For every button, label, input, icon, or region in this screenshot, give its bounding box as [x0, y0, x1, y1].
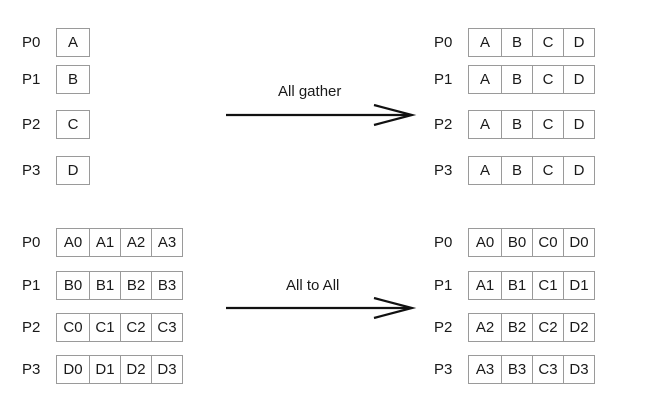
buffer-cell: A	[479, 116, 490, 133]
buffer-cell: C0	[532, 229, 563, 256]
buffer-cell: C1	[532, 272, 563, 299]
buffer-cell: C2	[120, 314, 151, 341]
top-left-buffer-p0: A	[56, 28, 90, 57]
top-left-process-label-p1: P1	[22, 71, 41, 88]
buffer-cell: C2	[532, 314, 563, 341]
buffer-cell: B0	[501, 229, 532, 256]
buffer-cell: D0	[563, 229, 594, 256]
bottom-right-process-label-p0: P0	[434, 234, 453, 251]
buffer-cell: C3	[151, 314, 182, 341]
buffer-cell: C	[532, 111, 563, 138]
top-right-process-label-p1: P1	[434, 71, 453, 88]
buffer-cell: B	[501, 66, 532, 93]
buffer-cell: A2	[475, 319, 495, 336]
buffer-cell: A	[479, 71, 490, 88]
bottom-left-process-label-p0: P0	[22, 234, 41, 251]
buffer-cell: B1	[89, 272, 120, 299]
top-left-process-label-p0: P0	[22, 34, 41, 51]
buffer-cell: D2	[563, 314, 594, 341]
buffer-cell: B	[501, 111, 532, 138]
buffer-cell: D2	[120, 356, 151, 383]
buffer-cell: C	[532, 157, 563, 184]
op-label-all-gather: All gather	[278, 83, 342, 100]
buffer-cell: A3	[475, 361, 495, 378]
top-left-buffer-p2: C	[56, 110, 90, 139]
top-right-process-label-p2: P2	[434, 116, 453, 133]
top-left-process-label-p2: P2	[22, 116, 41, 133]
buffer-cell: D1	[89, 356, 120, 383]
buffer-cell: B2	[120, 272, 151, 299]
buffer-cell: D	[67, 162, 79, 179]
buffer-cell: A1	[89, 229, 120, 256]
buffer-cell: D	[563, 66, 594, 93]
buffer-cell: B	[67, 71, 78, 88]
buffer-cell: A0	[475, 234, 495, 251]
buffer-cell: A0	[63, 234, 83, 251]
buffer-cell: B1	[501, 272, 532, 299]
buffer-cell: A2	[120, 229, 151, 256]
bottom-left-process-label-p1: P1	[22, 277, 41, 294]
buffer-cell: D	[563, 111, 594, 138]
top-left-buffer-p3: D	[56, 156, 90, 185]
buffer-cell: B	[501, 157, 532, 184]
buffer-cell: B0	[63, 277, 83, 294]
buffer-cell: C	[67, 116, 79, 133]
buffer-cell: D0	[63, 361, 83, 378]
bottom-right-process-label-p1: P1	[434, 277, 453, 294]
buffer-cell: B2	[501, 314, 532, 341]
buffer-cell: D3	[151, 356, 182, 383]
top-right-process-label-p3: P3	[434, 162, 453, 179]
buffer-cell: A	[479, 34, 490, 51]
buffer-cell: A3	[151, 229, 182, 256]
arrow-all-to-all	[226, 296, 417, 320]
buffer-cell: D	[563, 29, 594, 56]
bottom-left-process-label-p3: P3	[22, 361, 41, 378]
arrow-all-gather	[226, 103, 417, 127]
buffer-cell: A	[479, 162, 490, 179]
top-right-process-label-p0: P0	[434, 34, 453, 51]
buffer-cell: C1	[89, 314, 120, 341]
buffer-cell: A1	[475, 277, 495, 294]
bottom-right-process-label-p2: P2	[434, 319, 453, 336]
buffer-cell: C3	[532, 356, 563, 383]
buffer-cell: B3	[151, 272, 182, 299]
top-left-process-label-p3: P3	[22, 162, 41, 179]
buffer-cell: C0	[63, 319, 83, 336]
buffer-cell: D3	[563, 356, 594, 383]
top-left-buffer-p1: B	[56, 65, 90, 94]
bottom-right-process-label-p3: P3	[434, 361, 453, 378]
bottom-left-process-label-p2: P2	[22, 319, 41, 336]
buffer-cell: C	[532, 66, 563, 93]
buffer-cell: D1	[563, 272, 594, 299]
op-label-all-to-all: All to All	[286, 277, 340, 294]
buffer-cell: B3	[501, 356, 532, 383]
buffer-cell: C	[532, 29, 563, 56]
buffer-cell: A	[67, 34, 78, 51]
buffer-cell: B	[501, 29, 532, 56]
buffer-cell: D	[563, 157, 594, 184]
